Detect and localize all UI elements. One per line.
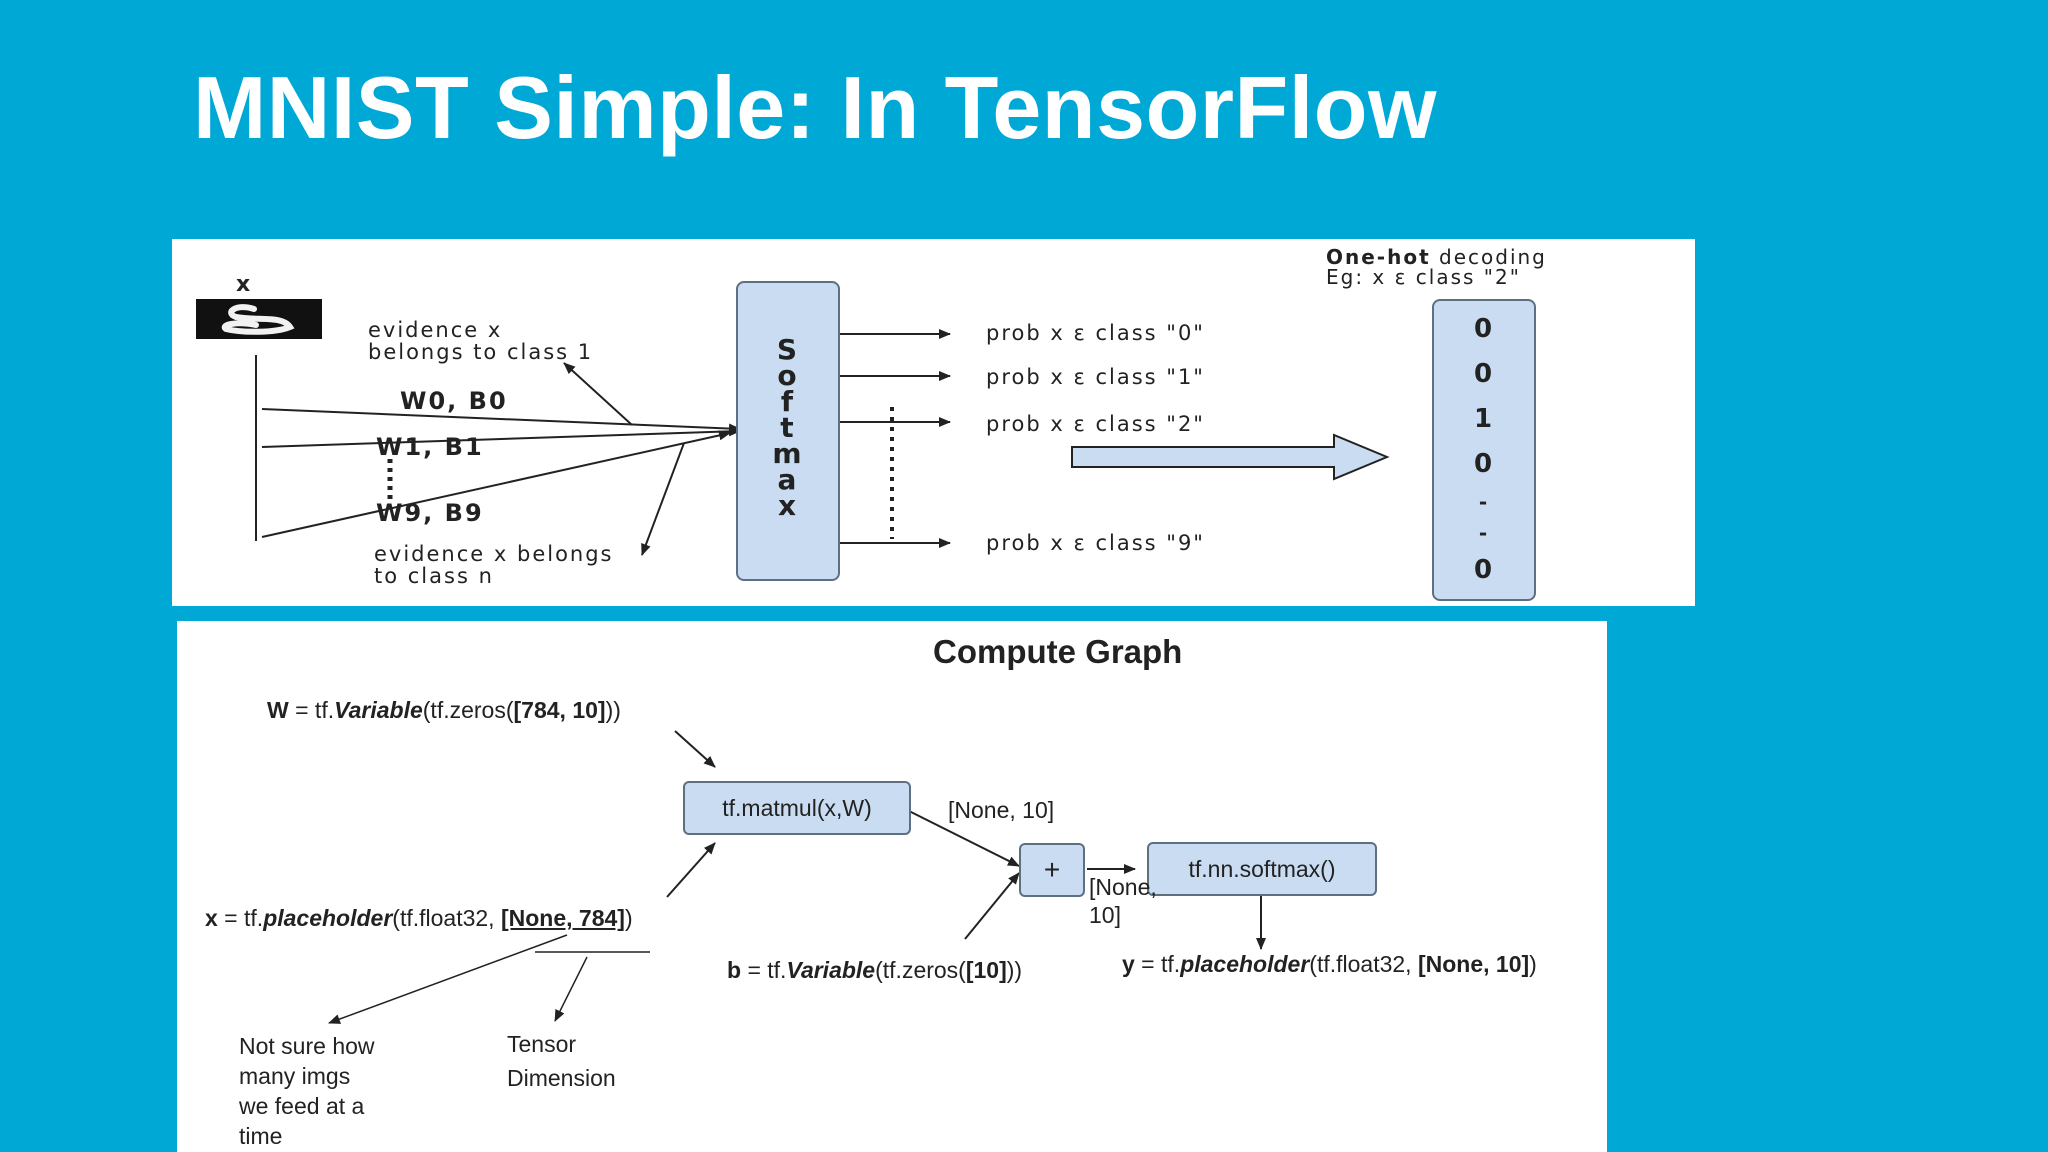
weight-label-w1: W1, B1	[376, 433, 484, 461]
output-prob-class-2: prob x ε class "2"	[986, 412, 1205, 436]
add-node: +	[1019, 843, 1085, 897]
softmax-node: tf.nn.softmax()	[1147, 842, 1377, 896]
evidence-class-n-label: evidence x belongs to class n	[374, 542, 614, 588]
onehot-vector-block: 0 0 1 0 - - 0	[1432, 299, 1536, 601]
evidence-class-1-label: evidence x belongs to class 1	[368, 318, 594, 364]
softmax-block: S o f t m a x	[736, 281, 840, 581]
softmax-diagram-panel: x evidence x belongs to class 1 evidence…	[172, 239, 1695, 606]
add-output-shape: [None, 10]	[1089, 874, 1157, 928]
compute-graph-panel: Compute Graph W = tf.Variable(tf.zeros([…	[177, 621, 1607, 1152]
weight-label-w9: W9, B9	[376, 499, 484, 527]
batch-size-note: Not sure how many imgs we feed at a time	[239, 1033, 375, 1149]
y-placeholder-definition: y = tf.placeholder(tf.float32, [None, 10…	[1122, 951, 1537, 977]
slide-title: MNIST Simple: In TensorFlow	[193, 58, 1437, 157]
output-prob-class-0: prob x ε class "0"	[986, 321, 1205, 345]
b-variable-definition: b = tf.Variable(tf.zeros([10]))	[727, 957, 1023, 983]
onehot-title: One-hot decoding Eg: x ε class "2"	[1326, 245, 1547, 289]
softmax-diagram-lines	[255, 329, 1390, 556]
matmul-output-shape: [None, 10]	[948, 797, 1055, 823]
output-prob-class-1: prob x ε class "1"	[986, 365, 1205, 389]
matmul-node: tf.matmul(x,W)	[683, 781, 911, 835]
compute-graph-lines	[328, 730, 1266, 1024]
tensor-dimension-note: Tensor Dimension	[507, 1031, 616, 1091]
handwritten-digit-image-icon	[196, 299, 322, 339]
x-placeholder-definition: x = tf.placeholder(tf.float32, [None, 78…	[205, 905, 633, 931]
input-x-label: x	[236, 272, 253, 297]
compute-graph-title: Compute Graph	[933, 633, 1183, 670]
w-variable-definition: W = tf.Variable(tf.zeros([784, 10]))	[267, 697, 621, 723]
weight-label-w0: W0, B0	[400, 387, 508, 415]
output-prob-class-9: prob x ε class "9"	[986, 531, 1205, 555]
